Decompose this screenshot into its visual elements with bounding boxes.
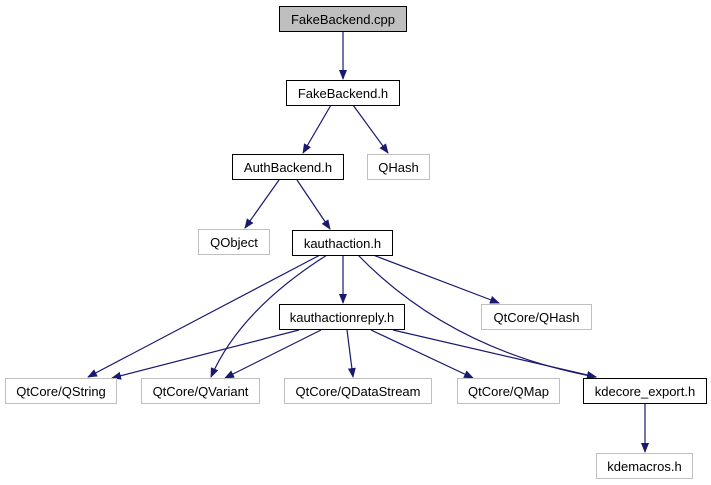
edge	[224, 329, 322, 379]
node-qtcore-qvariant: QtCore/QVariant	[141, 378, 260, 404]
edge	[111, 329, 300, 380]
node-authbackend-h[interactable]: AuthBackend.h	[232, 154, 344, 180]
node-kdemacros-h: kdemacros.h	[596, 453, 693, 479]
node-qtcore-qhash: QtCore/QHash	[481, 304, 592, 330]
node-qhash: QHash	[367, 154, 430, 180]
edge	[244, 179, 280, 229]
edge	[296, 179, 331, 230]
node-kdecore-export-h[interactable]: kdecore_export.h	[583, 378, 707, 404]
edge	[372, 254, 500, 304]
node-qtcore-qmap: QtCore/QMap	[457, 378, 560, 404]
edge	[352, 104, 389, 154]
edge	[370, 329, 474, 379]
edge	[302, 104, 332, 154]
edge	[210, 254, 328, 378]
node-qtcore-qstring: QtCore/QString	[5, 378, 117, 404]
node-qtcore-qdatastream: QtCore/QDataStream	[284, 378, 432, 404]
node-fakebackend-h[interactable]: FakeBackend.h	[286, 80, 400, 106]
edge	[346, 329, 356, 378]
node-kauthaction-h[interactable]: kauthaction.h	[292, 230, 393, 256]
node-kauthactionreply-h[interactable]: kauthactionreply.h	[279, 304, 405, 330]
node-fakebackend-cpp[interactable]: FakeBackend.cpp	[279, 6, 407, 32]
edge	[87, 254, 321, 378]
edge	[392, 329, 597, 379]
node-qobject: QObject	[198, 229, 270, 255]
